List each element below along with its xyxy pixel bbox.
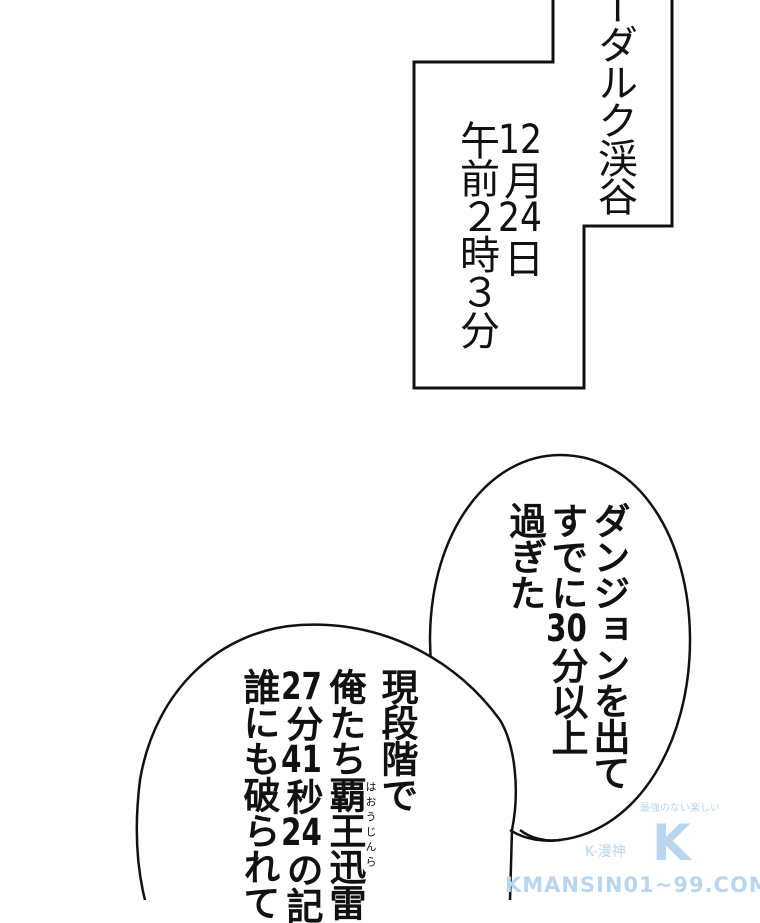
- bubble-upper-line-3: 過ぎた: [503, 502, 546, 610]
- watermark-tagline: 最強のない楽しい: [640, 803, 720, 814]
- bubble-upper-line-1: ダンジョンを出て: [587, 502, 630, 790]
- caption-box-outline: [412, 0, 674, 390]
- caption-time: 午前２時３分: [453, 120, 499, 348]
- watermark-site: KMANSIN01~99.COM: [505, 873, 760, 897]
- caption-location: ーダルク渓谷: [591, 0, 637, 214]
- watermark-brand: K-漫神: [585, 844, 626, 860]
- speech-bubble-lower-outline: [135, 623, 517, 900]
- furigana: はおうじんら: [364, 781, 377, 871]
- panel-outlines: [135, 0, 692, 900]
- watermark-logo-letter: K: [652, 814, 691, 872]
- caption-date: 12月24日: [497, 120, 543, 276]
- bubble-upper-line-2: すでに30分以上: [545, 502, 588, 755]
- bubble-lower-line-4: 誰にも破られて: [237, 668, 280, 920]
- bubble-lower-line-1: 現段階で: [375, 668, 418, 812]
- bubble-tail-join: [509, 828, 561, 842]
- bubble-lower-line-3: 27分41秒24の記: [280, 668, 323, 923]
- bubble-lower-line-2: 俺たち覇王迅雷: [323, 668, 366, 920]
